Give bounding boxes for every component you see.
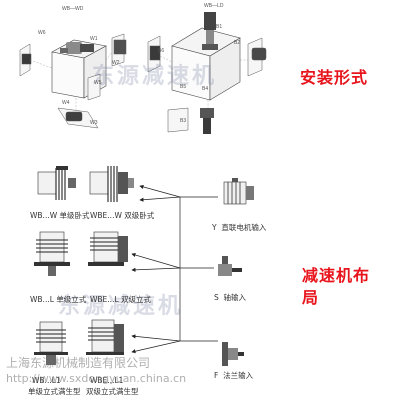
pos-b4: B4	[202, 86, 209, 92]
reducer-vertical-top	[202, 12, 218, 50]
reducer-wbe-l	[88, 231, 128, 266]
pos-b5: B5	[180, 84, 187, 90]
pos-b6: B6	[158, 48, 165, 54]
input-shaft-s	[218, 256, 242, 276]
pos-w6: W6	[38, 30, 46, 36]
reducer-wbe-l1	[86, 319, 124, 355]
reducer-wbe-w	[89, 166, 134, 202]
panel-back-1	[87, 73, 101, 101]
reducer-in-cube-1	[60, 42, 94, 54]
pos-w2: W2	[112, 60, 120, 66]
pos-w5: W5	[94, 80, 102, 86]
input-motor-y	[223, 178, 254, 205]
footer-url: http://www.sxdongyuan.china.cn	[6, 372, 187, 385]
input-caption-f: F 法兰输入	[214, 371, 254, 380]
pos-b2: B2	[234, 40, 241, 46]
reducer-desc-5: 单级立式满生型	[28, 387, 81, 396]
pos-b3: B3	[180, 118, 187, 124]
reducer-wb-w	[37, 166, 76, 200]
input-flange-f	[222, 342, 244, 366]
layout-title-line2: 局	[302, 288, 320, 307]
pos-w3: W3	[90, 120, 98, 126]
pos-b1: B1	[216, 24, 223, 30]
panel-right-2	[247, 37, 267, 77]
pos-w4: W4	[62, 100, 70, 106]
reducer-code-6: WBE...L1	[90, 376, 124, 385]
watermark-middle: 东源减速机	[58, 294, 184, 319]
panel-left-1	[19, 43, 32, 77]
reducer-desc-6: 双级立式满生型	[86, 387, 139, 396]
layout-title-line1: 减速机布	[302, 266, 371, 285]
reducer-caption-2: WBE...W 双级卧式	[90, 211, 155, 220]
footer-company: 上海东源机械制造有限公司	[6, 356, 151, 370]
label-wb-wd: WB—WD	[62, 6, 84, 12]
reducer-wb-l1	[34, 321, 68, 365]
panel-right-1	[111, 33, 127, 67]
connector-lines	[131, 184, 218, 354]
panel-bottom-1	[57, 107, 99, 129]
reducer-caption-3: WB...L 单级立式	[30, 295, 87, 304]
mounting-title: 安装形式	[300, 68, 369, 87]
reducer-caption-4: WBE...L 双级立式	[90, 295, 152, 304]
watermark-top: 东源减速机	[92, 64, 218, 89]
input-caption-y: Y 直联电机输入	[212, 223, 267, 232]
reducer-code-5: WB...L1	[32, 376, 61, 385]
reducer-caption-1: WB...W 单级卧式	[30, 211, 90, 220]
panel-left-2	[147, 35, 161, 73]
panel-bottom-left-2	[167, 107, 189, 133]
pos-w1: W1	[90, 36, 98, 42]
reducer-wb-l	[34, 231, 70, 276]
input-caption-s: S 轴输入	[214, 293, 247, 302]
reducer-bottom-2	[200, 108, 214, 134]
label-wb-ld: WB—LD	[204, 3, 224, 9]
